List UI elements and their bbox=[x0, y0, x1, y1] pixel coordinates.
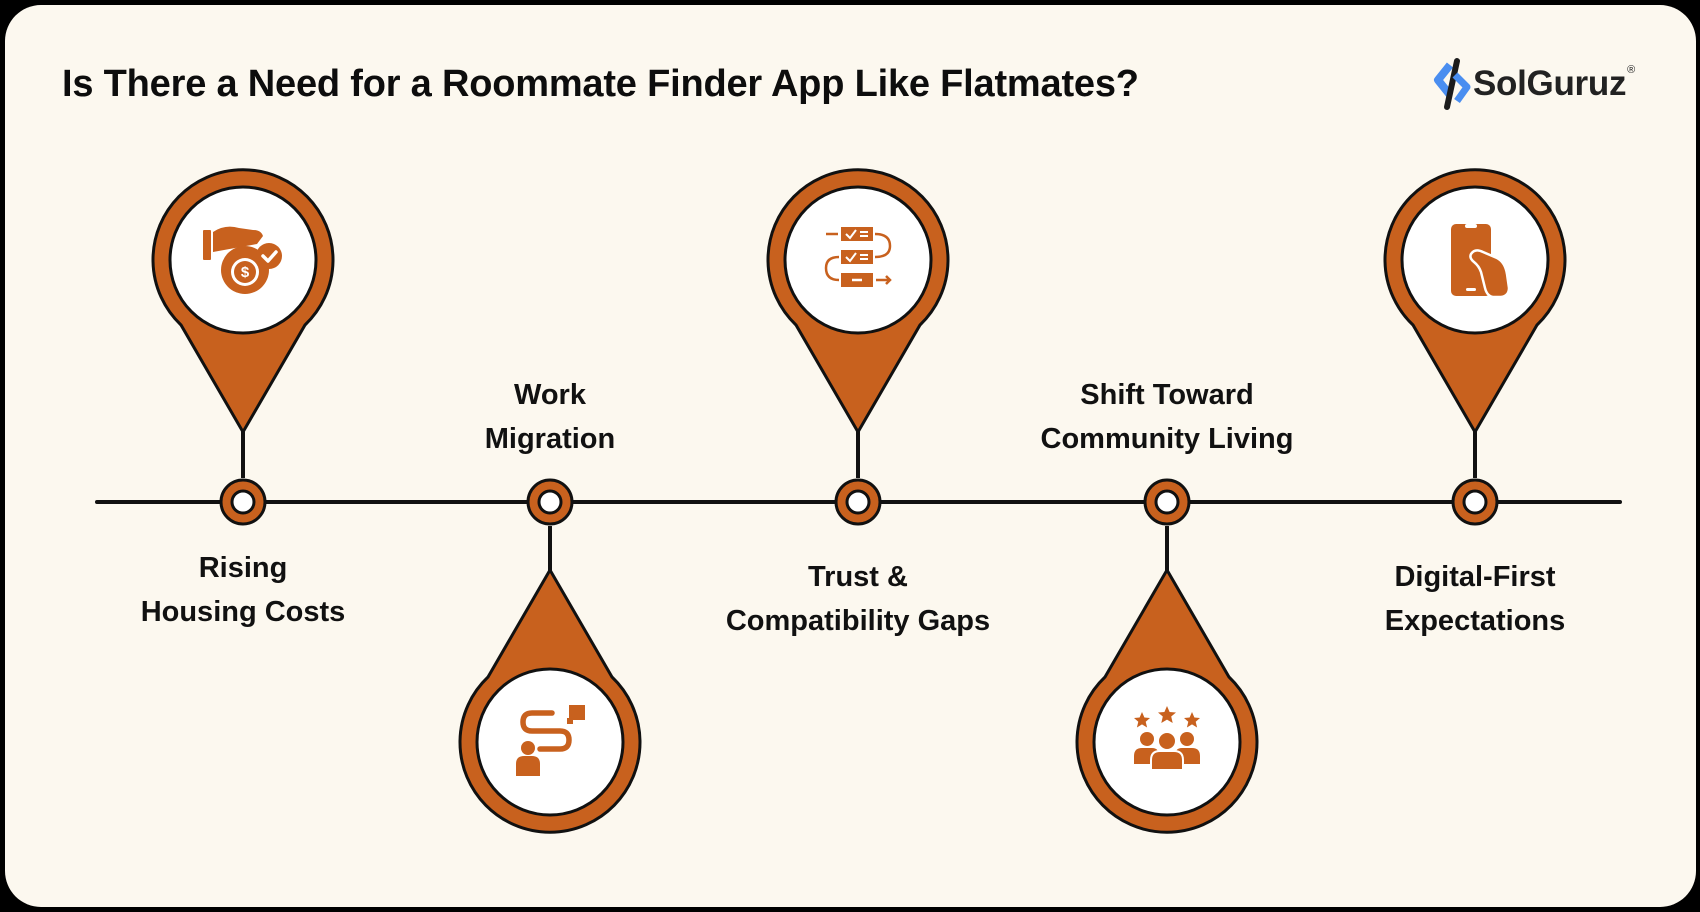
logo-wordmark: SolGuruz bbox=[1473, 64, 1627, 103]
timeline-item-work-migration bbox=[458, 478, 642, 834]
timeline-item-community-living bbox=[1075, 478, 1259, 834]
label-line-1: Work bbox=[514, 379, 586, 411]
label-community-living: Shift Toward Community Living bbox=[1041, 373, 1294, 461]
solguruz-logo: SolGuruz ® bbox=[1433, 57, 1635, 111]
label-line-2: Community Living bbox=[1040, 423, 1294, 455]
label-line-2: Migration bbox=[484, 423, 616, 455]
label-line-1: Trust & bbox=[808, 561, 908, 593]
label-line-2: Compatibility Gaps bbox=[725, 605, 991, 637]
timeline-diagram: $ bbox=[95, 168, 1622, 834]
timeline-item-trust-compatibility bbox=[766, 168, 950, 526]
label-work-migration: Work Migration bbox=[485, 373, 616, 461]
smartphone-hand-icon bbox=[1451, 224, 1511, 299]
label-line-1: Rising bbox=[198, 552, 288, 584]
label-line-2: Housing Costs bbox=[140, 596, 346, 628]
money-bag-hand-icon: $ bbox=[203, 226, 282, 294]
registered-mark: ® bbox=[1627, 64, 1636, 76]
label-line-1: Digital-First bbox=[1394, 561, 1556, 593]
checklist-flow-icon bbox=[824, 227, 892, 287]
label-rising-housing-costs: Rising Housing Costs bbox=[141, 546, 346, 634]
label-line-1: Shift Toward bbox=[1080, 379, 1254, 411]
relocation-path-icon bbox=[516, 705, 585, 776]
group-stars-icon bbox=[1134, 706, 1200, 771]
label-digital-first-expectations: Digital-First Expectations bbox=[1385, 555, 1566, 643]
timeline-item-rising-housing-costs: $ bbox=[151, 168, 335, 526]
label-line-2: Expectations bbox=[1384, 605, 1566, 637]
svg-text:$: $ bbox=[241, 264, 250, 281]
page-title: Is There a Need for a Roommate Finder Ap… bbox=[62, 63, 1139, 105]
timeline-item-digital-first bbox=[1383, 168, 1567, 526]
label-trust-compatibility-gaps: Trust & Compatibility Gaps bbox=[726, 555, 990, 643]
solguruz-logo-icon bbox=[1434, 58, 1471, 110]
infographic-card: Is There a Need for a Roommate Finder Ap… bbox=[5, 5, 1696, 907]
